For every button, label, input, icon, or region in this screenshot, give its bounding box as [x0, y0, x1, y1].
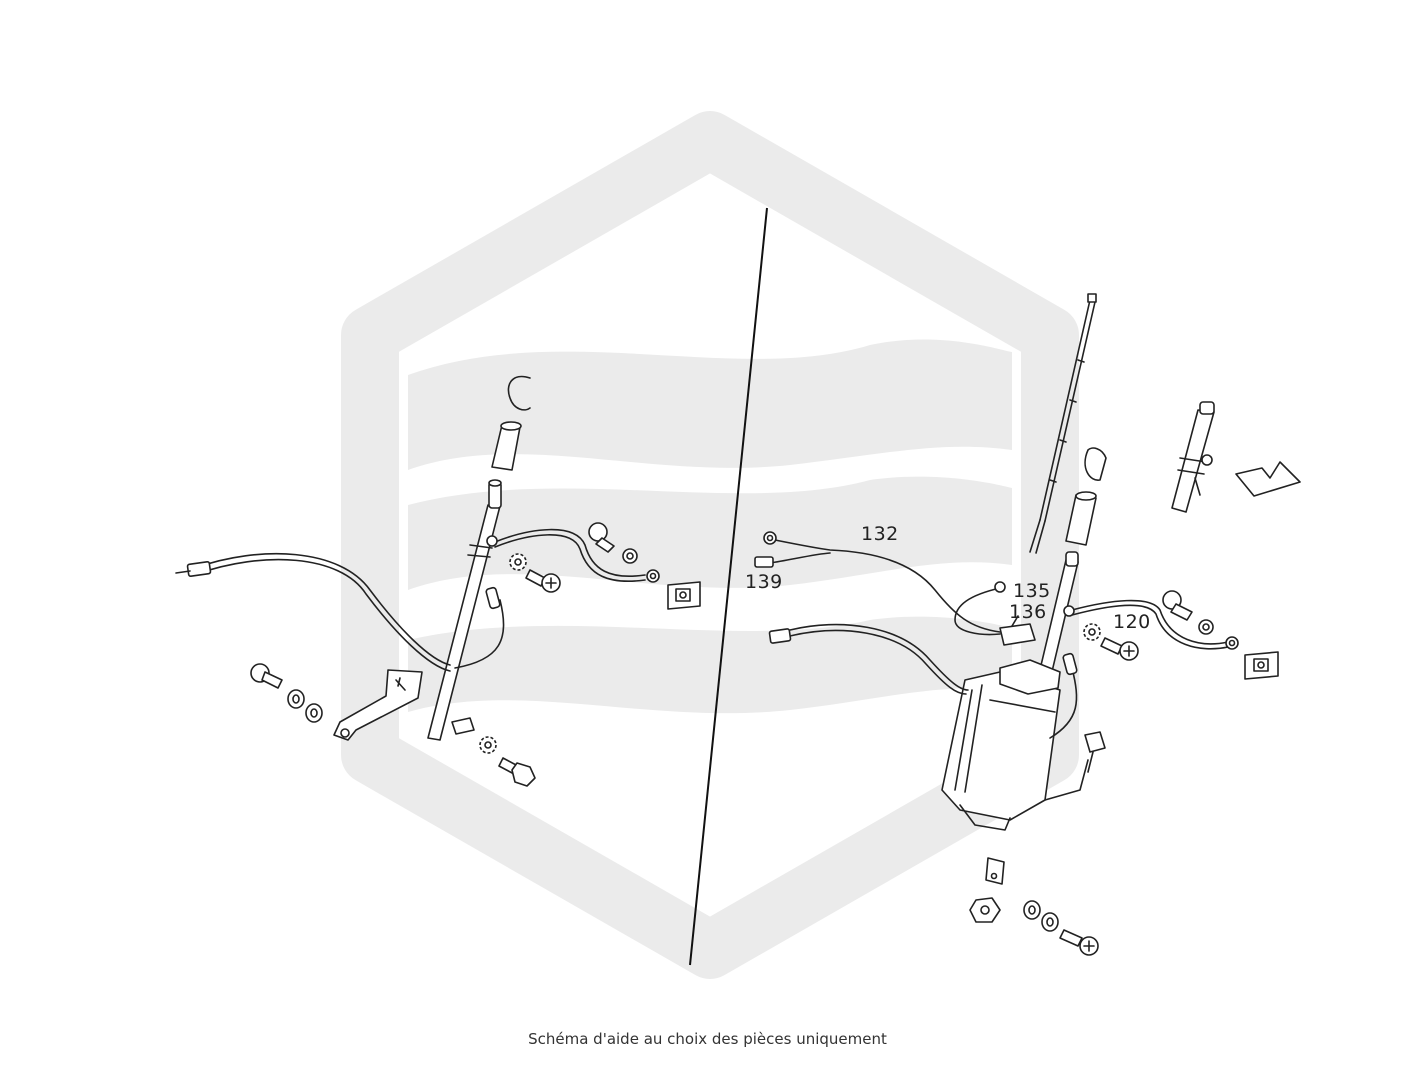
lead-connector-right — [1062, 652, 1078, 676]
snap-ring-right — [1084, 447, 1107, 481]
label-132: 132 — [861, 523, 899, 545]
ground-wire-right — [1063, 599, 1239, 650]
sleeve — [491, 421, 522, 471]
motor-housing — [941, 659, 1089, 831]
screw-upper — [588, 522, 638, 564]
bolt-bottom-right — [1059, 929, 1099, 956]
star-washer-bottom — [479, 736, 497, 754]
diagram-caption: Schéma d'aide au choix des pièces unique… — [528, 1030, 887, 1048]
right-antenna-assembly — [754, 293, 1301, 956]
hexagon-logo-watermark — [341, 111, 1079, 979]
divider-line — [689, 207, 768, 966]
ground-wire — [486, 528, 660, 583]
connector-block — [999, 615, 1036, 646]
label-120: 120 — [1113, 611, 1151, 633]
power-cable — [754, 531, 1001, 633]
mounting-bracket — [333, 669, 423, 741]
screw-upper-right — [1162, 590, 1214, 635]
housing-bolt — [1084, 731, 1106, 773]
ground-loop-eyelet — [994, 581, 1006, 593]
label-139: 139 — [745, 571, 783, 593]
left-antenna-assembly — [175, 375, 701, 787]
small-clip — [451, 717, 475, 735]
gasket-plate — [1235, 461, 1301, 497]
sleeve-right — [1065, 491, 1097, 546]
hex-bolt-bottom — [498, 757, 536, 787]
label-135: 135 — [1013, 580, 1051, 602]
bolt-120 — [1100, 637, 1139, 661]
snap-ring — [507, 375, 531, 411]
telescopic-mast — [1029, 293, 1097, 554]
antenna-mast-tube — [427, 479, 502, 741]
coax-cable — [175, 552, 451, 672]
label-136: 136 — [1009, 601, 1047, 623]
star-washer — [509, 553, 527, 571]
ground-loop-cable — [954, 587, 1001, 636]
clip-nut-right — [1244, 651, 1279, 680]
coax-cable-right — [768, 623, 969, 695]
clip-nut-left — [667, 581, 701, 610]
washers-bottom — [1023, 900, 1059, 932]
bolt-mid — [525, 569, 561, 593]
hex-nut-bottom — [969, 897, 1001, 923]
lead-cable-right — [1049, 667, 1078, 739]
angle-clip-bottom — [985, 857, 1005, 885]
mast-tube-spare — [1171, 401, 1215, 513]
bolt-lower-left — [250, 663, 323, 723]
lead-cable — [454, 599, 505, 669]
lead-connector — [485, 586, 501, 610]
star-washer-right — [1083, 623, 1101, 641]
